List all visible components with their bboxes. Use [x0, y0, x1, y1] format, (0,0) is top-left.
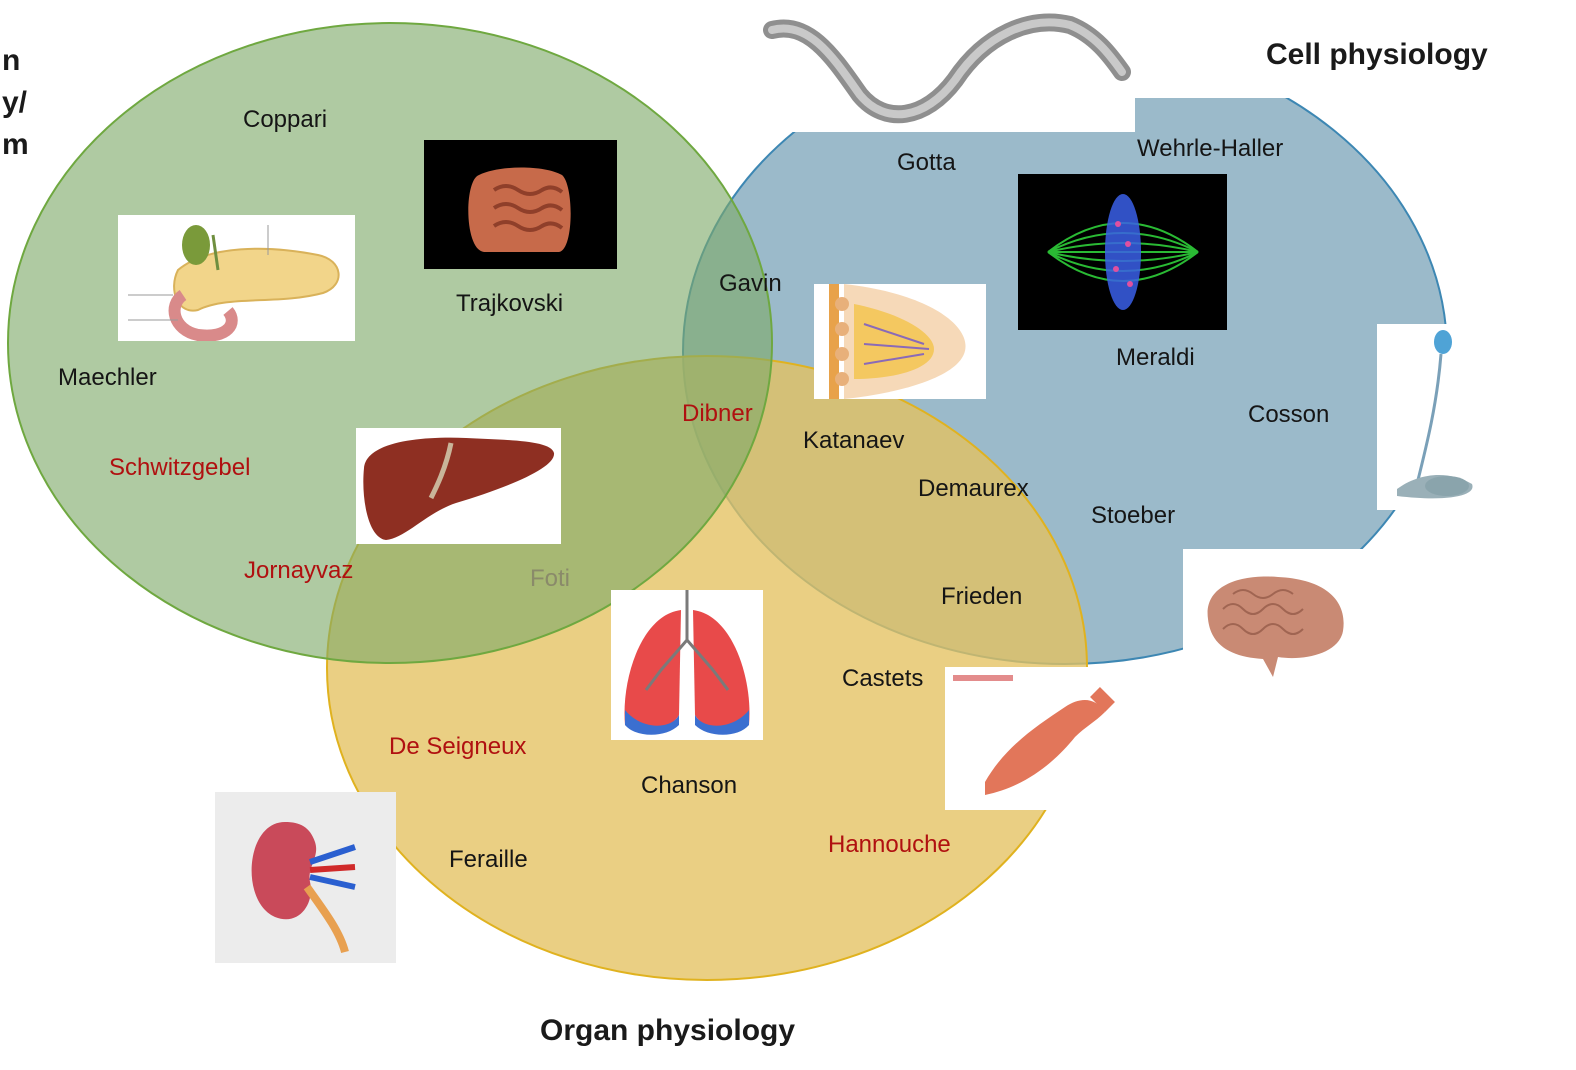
name-demaurex: Demaurex [918, 475, 1029, 503]
name-chanson: Chanson [641, 772, 737, 800]
name-de-seigneux: De Seigneux [389, 733, 526, 761]
name-jornayvaz: Jornayvaz [244, 557, 353, 585]
name-stoeber: Stoeber [1091, 502, 1175, 530]
intestine-image [424, 140, 617, 269]
worm-image [760, 0, 1135, 132]
name-maechler: Maechler [58, 364, 157, 392]
name-frieden: Frieden [941, 583, 1022, 611]
spindle-image [1018, 174, 1227, 330]
name-gavin: Gavin [719, 270, 782, 298]
name-schwitzgebel: Schwitzgebel [109, 454, 250, 482]
metabolism-heading-partial: n y/ m [2, 40, 29, 166]
name-trajkovski: Trajkovski [456, 290, 563, 318]
name-feraille: Feraille [449, 846, 528, 874]
liver-image [356, 428, 561, 544]
name-meraldi: Meraldi [1116, 344, 1195, 372]
name-gotta: Gotta [897, 149, 956, 177]
metabolism-heading-line-3: m [2, 124, 29, 166]
organ-physiology-heading: Organ physiology [540, 1012, 795, 1050]
breast-image [814, 284, 986, 399]
lungs-image [611, 590, 763, 740]
name-katanaev: Katanaev [803, 427, 904, 455]
name-dibner: Dibner [682, 400, 753, 428]
name-foti: Foti [530, 565, 570, 593]
metabolism-heading-line-2: y/ [2, 82, 29, 124]
brain-image [1183, 549, 1364, 693]
neuron-cell-image [1377, 324, 1484, 510]
name-coppari: Coppari [243, 106, 327, 134]
metabolism-circle [8, 23, 772, 663]
metabolism-heading-line-1: n [2, 40, 29, 82]
name-cosson: Cosson [1248, 401, 1329, 429]
arm-muscle-image [945, 667, 1129, 810]
pancreas-image [118, 215, 355, 341]
name-hannouche: Hannouche [828, 831, 951, 859]
name-wehrle-haller: Wehrle-Haller [1137, 135, 1283, 163]
cell-physiology-heading: Cell physiology [1266, 36, 1488, 74]
name-castets: Castets [842, 665, 923, 693]
kidney-image [215, 792, 396, 963]
